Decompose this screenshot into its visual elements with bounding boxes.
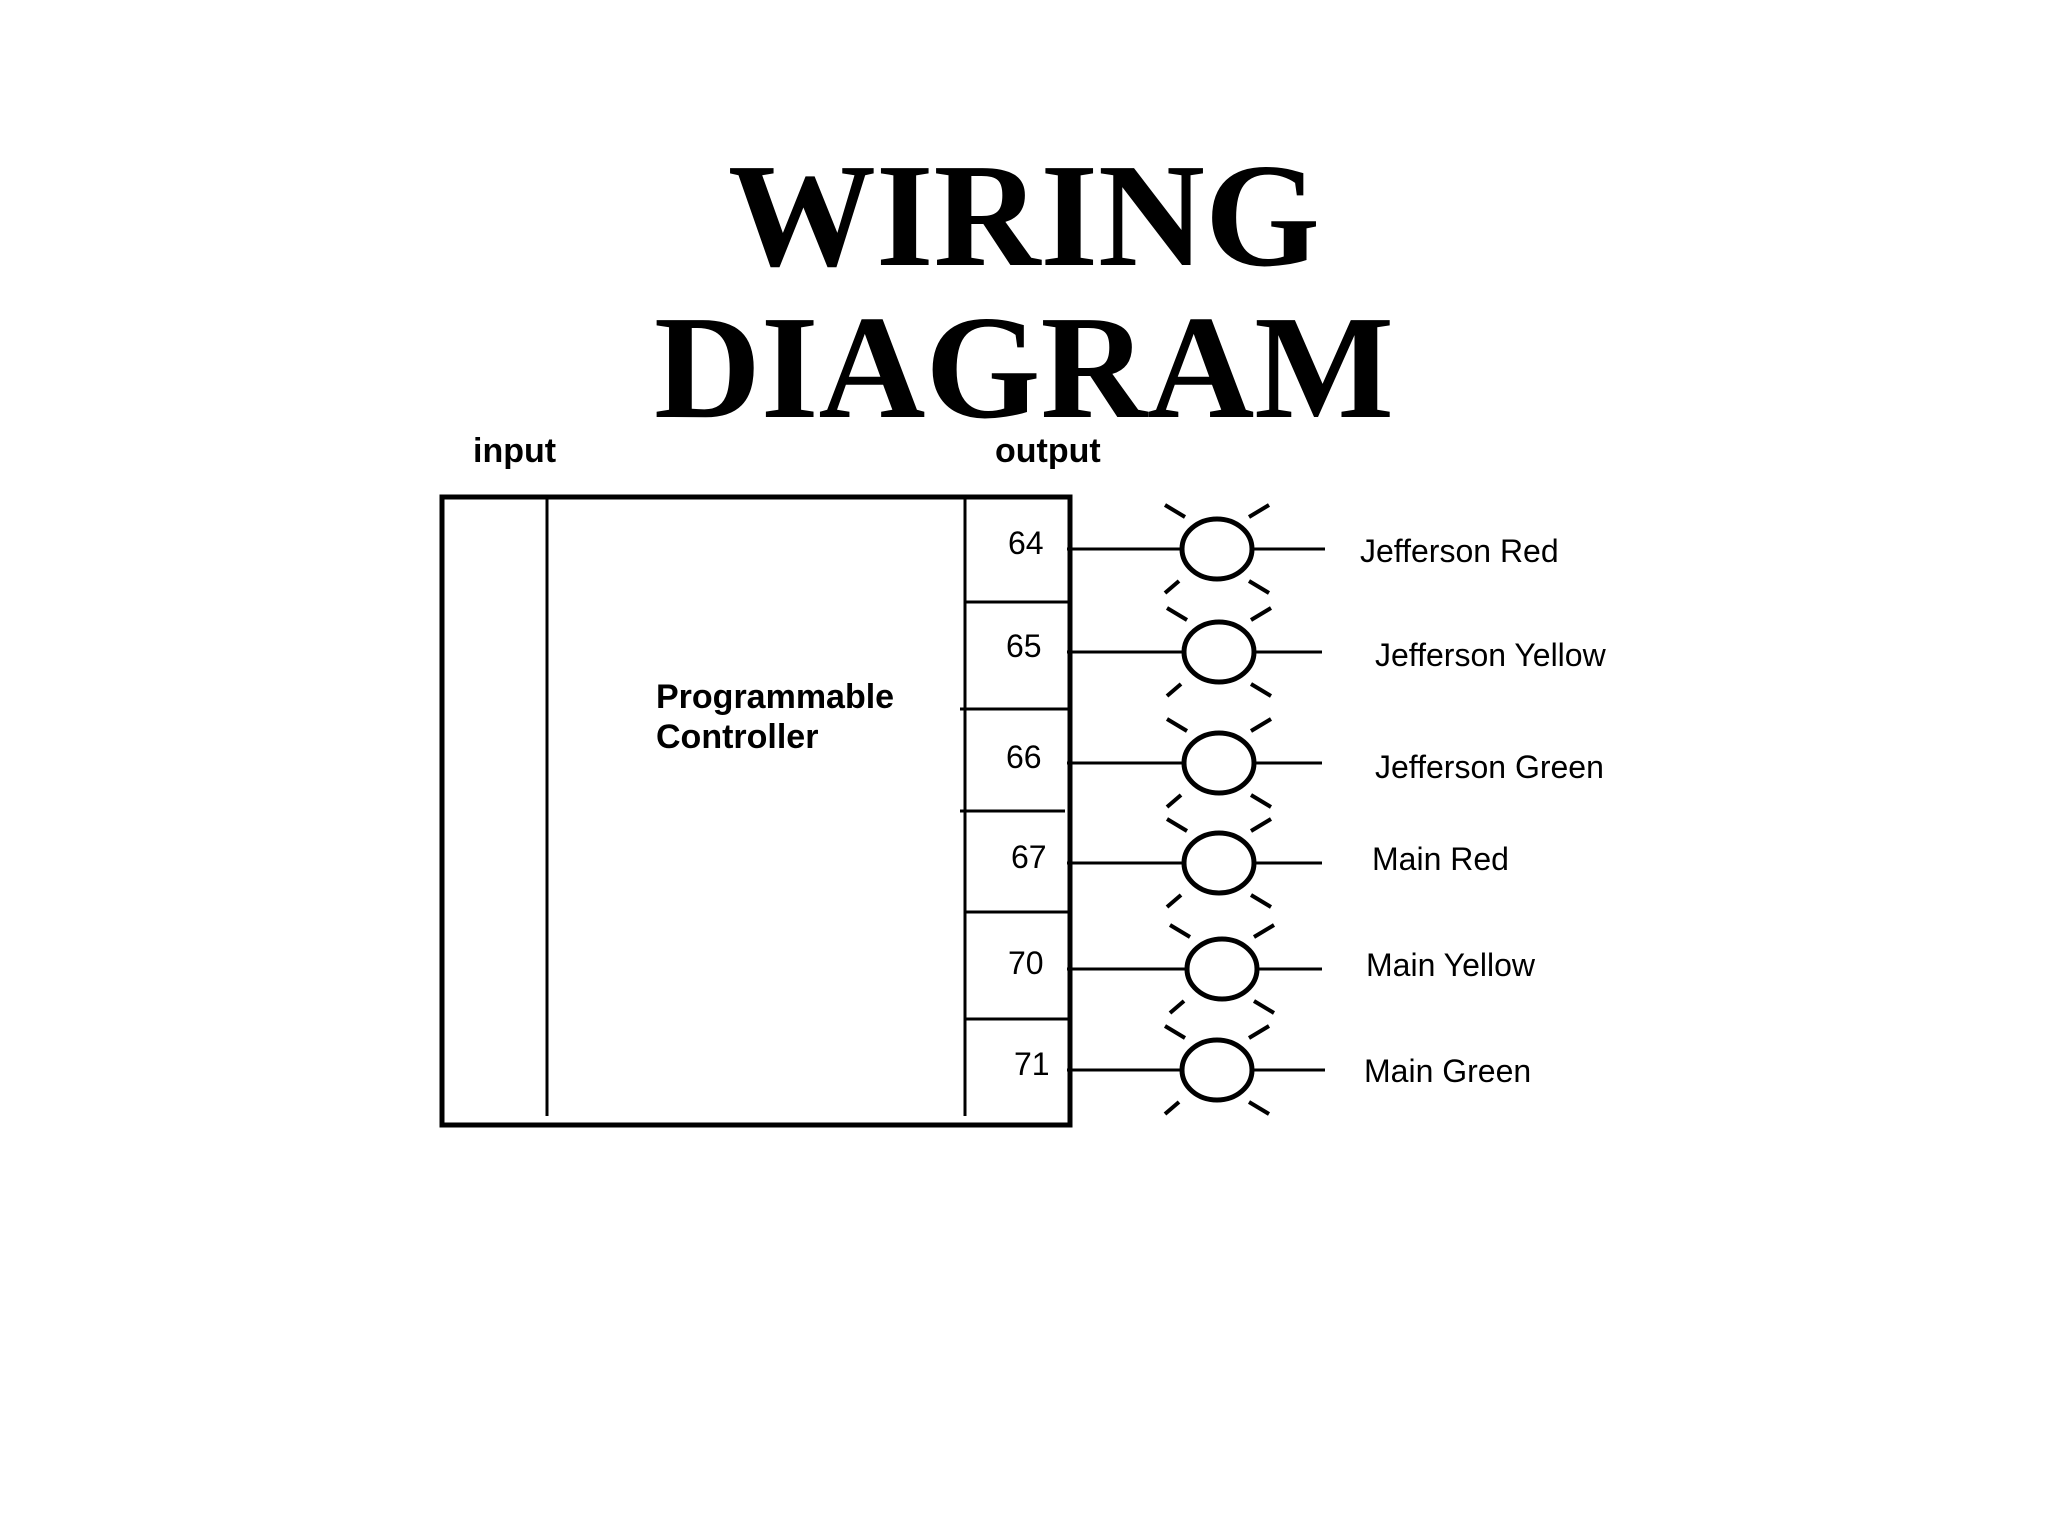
- output-rows: 64 Jefferson Red 65 Jefferson Yellow 66 Jeffe…: [1006, 503, 1607, 1116]
- output-pin-65: 65: [1006, 628, 1042, 664]
- controller-label-line-2: Controller: [656, 718, 818, 756]
- output-row-71: 71 Main Green: [1014, 1024, 1531, 1116]
- output-pin-67: 67: [1011, 839, 1047, 875]
- lamp-icon: [1163, 1024, 1271, 1116]
- output-pin-66: 66: [1006, 739, 1042, 775]
- lamp-icon: [1168, 923, 1276, 1015]
- output-row-64: 64 Jefferson Red: [1008, 503, 1559, 595]
- lamp-icon: [1165, 817, 1273, 909]
- controller-label-line-1: Programmable: [656, 678, 894, 716]
- input-label: input: [473, 432, 556, 470]
- programmable-controller: Programmable Controller: [439, 494, 1073, 1128]
- lamp-label: Jefferson Yellow: [1375, 637, 1607, 673]
- output-pin-71: 71: [1014, 1046, 1050, 1082]
- diagram-title: WIRING DIAGRAM: [0, 140, 2048, 444]
- lamp-icon: [1165, 717, 1273, 809]
- lamp-label: Main Green: [1364, 1053, 1531, 1089]
- lamp-icon: [1163, 503, 1271, 595]
- output-row-67: 67 Main Red: [1011, 817, 1509, 909]
- lamp-icon: [1165, 606, 1273, 698]
- title-line-2: DIAGRAM: [654, 286, 1394, 450]
- output-pin-64: 64: [1008, 525, 1044, 561]
- output-row-65: 65 Jefferson Yellow: [1006, 606, 1607, 698]
- lamp-label: Main Red: [1372, 841, 1509, 877]
- lamp-label: Main Yellow: [1366, 947, 1536, 983]
- controller-box: [439, 494, 1073, 1128]
- output-pin-70: 70: [1008, 945, 1044, 981]
- output-row-66: 66 Jefferson Green: [1006, 717, 1604, 809]
- output-label: output: [995, 432, 1101, 470]
- lamp-label: Jefferson Red: [1360, 533, 1559, 569]
- output-row-70: 70 Main Yellow: [1008, 923, 1536, 1015]
- lamp-label: Jefferson Green: [1375, 749, 1604, 785]
- title-line-1: WIRING: [727, 134, 1321, 298]
